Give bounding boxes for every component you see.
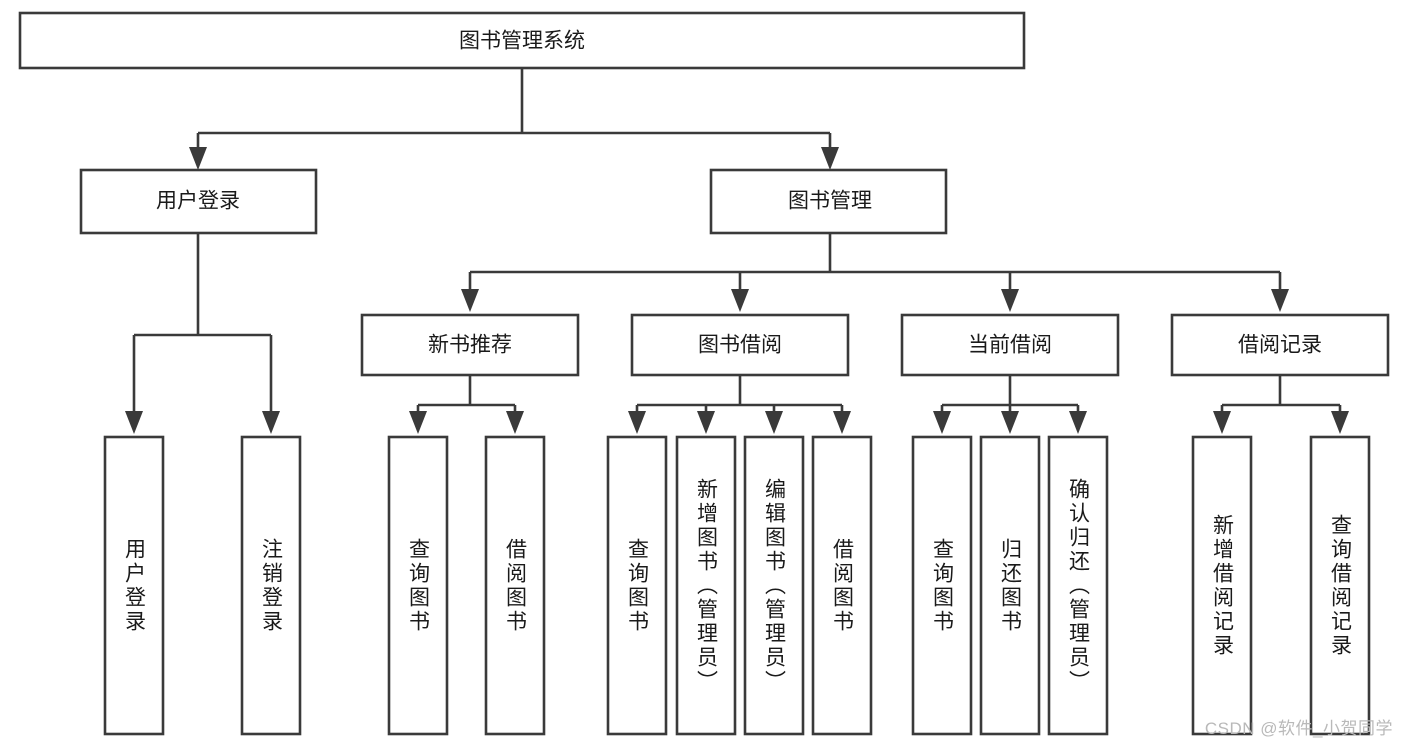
arrow-icon [506, 411, 524, 434]
node-new-book-recommend-label: 新书推荐 [428, 334, 512, 357]
leaf-box-records-add[interactable] [1191, 435, 1253, 736]
arrow-icon [731, 289, 749, 312]
leaf-box-records-query[interactable] [1309, 435, 1371, 736]
leaf-box-bookborrow-add[interactable] [675, 435, 737, 736]
node-user-login[interactable] [79, 168, 318, 235]
arrow-icon [1069, 411, 1087, 434]
arrow-icon [833, 411, 851, 434]
watermark-text: CSDN @软件_小贺同学 [1204, 719, 1393, 738]
leaf-box-bookborrow-edit[interactable] [743, 435, 805, 736]
arrow-icon [933, 411, 951, 434]
arrow-icon [765, 411, 783, 434]
node-book-borrow[interactable] [630, 313, 850, 377]
leaf-box-user-login-login[interactable] [103, 435, 165, 736]
node-current-borrow[interactable] [900, 313, 1120, 377]
node-user-login-label: 用户登录 [156, 190, 240, 213]
node-borrow-records[interactable] [1170, 313, 1390, 377]
arrow-icon [409, 411, 427, 434]
leaf-box-current-query[interactable] [911, 435, 973, 736]
node-borrow-records-label: 借阅记录 [1238, 334, 1322, 357]
arrow-icon [125, 411, 143, 434]
leaf-box-newbook-borrow[interactable] [484, 435, 546, 736]
node-root-system[interactable] [18, 11, 1026, 70]
connector-borrow-records-to-leaves [1213, 375, 1349, 434]
arrow-icon [262, 411, 280, 434]
connector-root-to-level2 [189, 68, 839, 170]
leaf-box-bookborrow-query[interactable] [606, 435, 668, 736]
node-book-management-label: 图书管理 [788, 190, 872, 213]
arrow-icon [628, 411, 646, 434]
node-new-book-recommend[interactable] [360, 313, 580, 377]
leaf-box-current-confirm[interactable] [1047, 435, 1109, 736]
connector-book-mgmt-to-level3 [461, 233, 1289, 312]
arrow-icon [189, 147, 207, 170]
arrow-icon [1271, 289, 1289, 312]
arrow-icon [1001, 411, 1019, 434]
leaf-box-user-login-logout[interactable] [240, 435, 302, 736]
arrow-icon [1331, 411, 1349, 434]
node-book-management[interactable] [709, 168, 948, 235]
leaf-box-bookborrow-borrow[interactable] [811, 435, 873, 736]
arrow-icon [461, 289, 479, 312]
connector-new-book-to-leaves [409, 375, 524, 434]
arrow-icon [1001, 289, 1019, 312]
node-book-borrow-label: 图书借阅 [698, 334, 782, 357]
connector-current-borrow-to-leaves [933, 375, 1087, 434]
arrow-icon [697, 411, 715, 434]
node-current-borrow-label: 当前借阅 [968, 334, 1052, 357]
arrow-icon [821, 147, 839, 170]
connector-book-borrow-to-leaves [628, 375, 851, 434]
leaf-box-current-return[interactable] [979, 435, 1041, 736]
arrow-icon [1213, 411, 1231, 434]
leaf-box-newbook-query[interactable] [387, 435, 449, 736]
connector-user-login-to-leaves [125, 233, 280, 434]
node-root-system-label: 图书管理系统 [459, 30, 585, 53]
